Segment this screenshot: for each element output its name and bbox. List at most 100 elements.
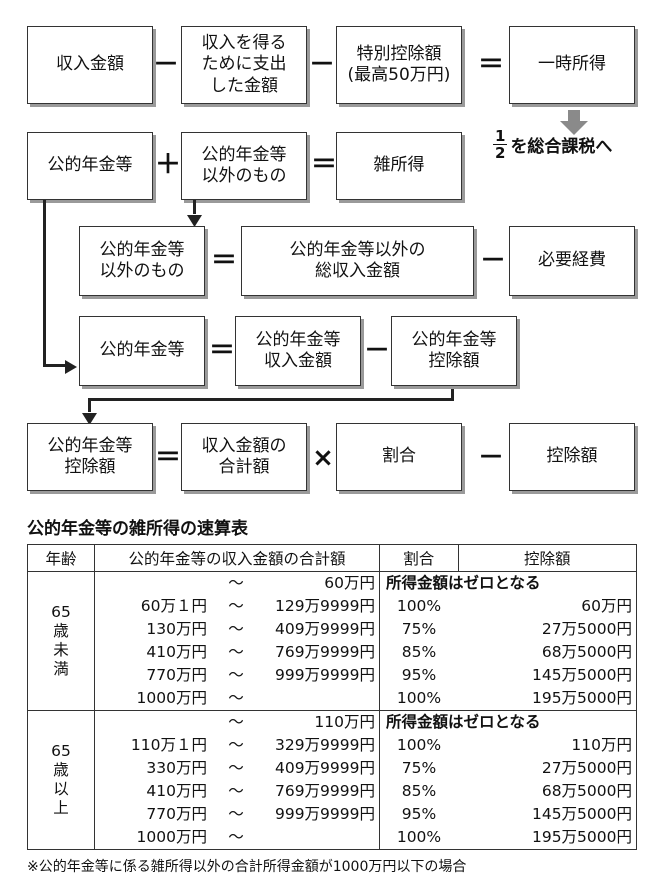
header-deduction: 控除額 [457,544,637,572]
deduction-cell: 145万5000円 [458,664,637,687]
arrow-head-icon [82,410,97,429]
connector-line [88,398,91,412]
half-note-text: を総合課税へ [510,137,613,157]
table-row: 65 歳 以 上 ～ 110万円所得金額はゼロとなる [27,710,637,850]
range-tilde-cell: ～ [228,759,244,777]
income-from-cell: 110万１円 [130,736,207,754]
footnote: ※公的年金等に係る雑所得以外の合計所得金額が1000万円以下の場合 [27,859,467,875]
income-from-cell: 130万円 [146,620,207,638]
rate-cell: 100% [396,597,442,615]
income-from-cell: 770万円 [146,666,207,684]
expenses-box: 収入を得る ために支出 した金額 [181,26,307,104]
equals-operator: ＝ [154,443,181,473]
public-pension-box: 公的年金等 [27,132,153,200]
income-to-cell: 60万円 [261,571,380,595]
minus-operator: － [477,443,504,473]
arrow-head-icon [187,212,202,231]
equals-operator: ＝ [208,336,235,366]
income-to-cell: 329万9999円 [261,734,380,757]
rate-cell: 75% [401,759,437,777]
special-deduction-box: 特別控除額 (最高50万円) [336,26,462,104]
income-total-box: 収入金額の 合計額 [181,423,307,491]
fraction-denominator: 2 [495,144,506,162]
deduction-cell: 68万5000円 [458,641,637,664]
income-from-cell: 410万円 [146,782,207,800]
range-tilde-cell: ～ [228,666,244,684]
income-from-cell: 330万円 [146,759,207,777]
misc-income-box: 雑所得 [336,132,462,200]
range-tilde-cell: ～ [228,782,244,800]
deduction-cell: 27万5000円 [458,757,637,780]
deduction-box: 控除額 [509,423,635,491]
income-to-cell [261,826,380,850]
table-row: 330万円 ～ 409万9999円 75% 27万5000円 [28,757,637,780]
rate-cell: 85% [401,782,437,800]
deduction-cell: 195万5000円 [458,687,637,711]
age-group-label: 65 歳 以 上 [27,710,95,850]
income-amount-box: 収入金額 [27,26,153,104]
connector-line [88,398,454,401]
non-pension-total-income-box: 公的年金等以外の 総収入金額 [241,226,474,296]
table-title: 公的年金等の雑所得の速算表 [27,519,248,539]
non-pension-box: 公的年金等 以外のもの [181,132,307,200]
equals-operator: ＝ [210,246,237,276]
deduction-cell: 60万円 [458,595,637,618]
deduction-cell: 27万5000円 [458,618,637,641]
table-row: 1000万円～ 100%195万5000円 [28,826,637,850]
range-tilde-cell: ～ [228,713,244,731]
deduction-cell: 195万5000円 [458,826,637,850]
range-tilde-cell: ～ [228,597,244,615]
pension-deduction-box: 公的年金等 控除額 [391,316,517,386]
connector-line [43,200,46,367]
pension-income-amount-box: 公的年金等 収入金額 [235,316,361,386]
rate-cell: 95% [401,805,437,823]
income-to-cell: 110万円 [261,710,380,734]
table-header-row: 年齢 公的年金等の収入金額の合計額 割合 控除額 [27,544,637,572]
range-tilde-cell: ～ [228,805,244,823]
income-from-cell [95,711,212,735]
header-rate: 割合 [379,544,459,572]
connector-line [43,364,67,367]
range-tilde-cell: ～ [211,826,261,850]
income-from-cell: 410万円 [146,643,207,661]
range-tilde-cell: ～ [228,620,244,638]
income-from-cell: 60万１円 [140,597,207,615]
income-to-cell [261,687,380,711]
income-to-cell: 409万9999円 [261,757,380,780]
table-row: 1000万円～ 100%195万5000円 [28,687,637,711]
equals-operator: ＝ [310,150,337,180]
zero-income-note-cell: 所得金額はゼロとなる [379,710,637,734]
income-from-cell: 1000万円 [94,826,211,850]
range-tilde-cell: ～ [228,643,244,661]
fraction-numerator: 1 [493,127,508,145]
minus-operator: － [152,50,179,80]
arrow-head-icon [65,359,77,378]
rate-cell: 75% [401,620,437,638]
rate-cell: 85% [401,643,437,661]
rate-box: 割合 [336,423,462,491]
connector-line [193,200,196,214]
deduction-cell: 68万5000円 [458,780,637,803]
necessary-expenses-box: 必要経費 [509,226,635,296]
range-tilde-cell: ～ [211,687,261,711]
range-tilde-cell: ～ [228,736,244,754]
pension-deduction-box: 公的年金等 控除額 [27,423,153,491]
income-from-cell: 1000万円 [94,687,211,711]
deduction-cell: 110万円 [458,734,637,757]
connector-line [451,389,454,401]
down-arrow-icon [560,110,588,140]
public-pension-box: 公的年金等 [79,316,205,386]
rate-cell: 100% [379,687,458,711]
rate-cell: 100% [396,736,442,754]
rate-cell: 100% [379,826,458,850]
occasional-income-box: 一時所得 [509,26,635,104]
half-fraction: 1 2 [493,127,508,162]
header-income-total: 公的年金等の収入金額の合計額 [94,544,380,572]
plus-operator: ＋ [154,150,181,180]
